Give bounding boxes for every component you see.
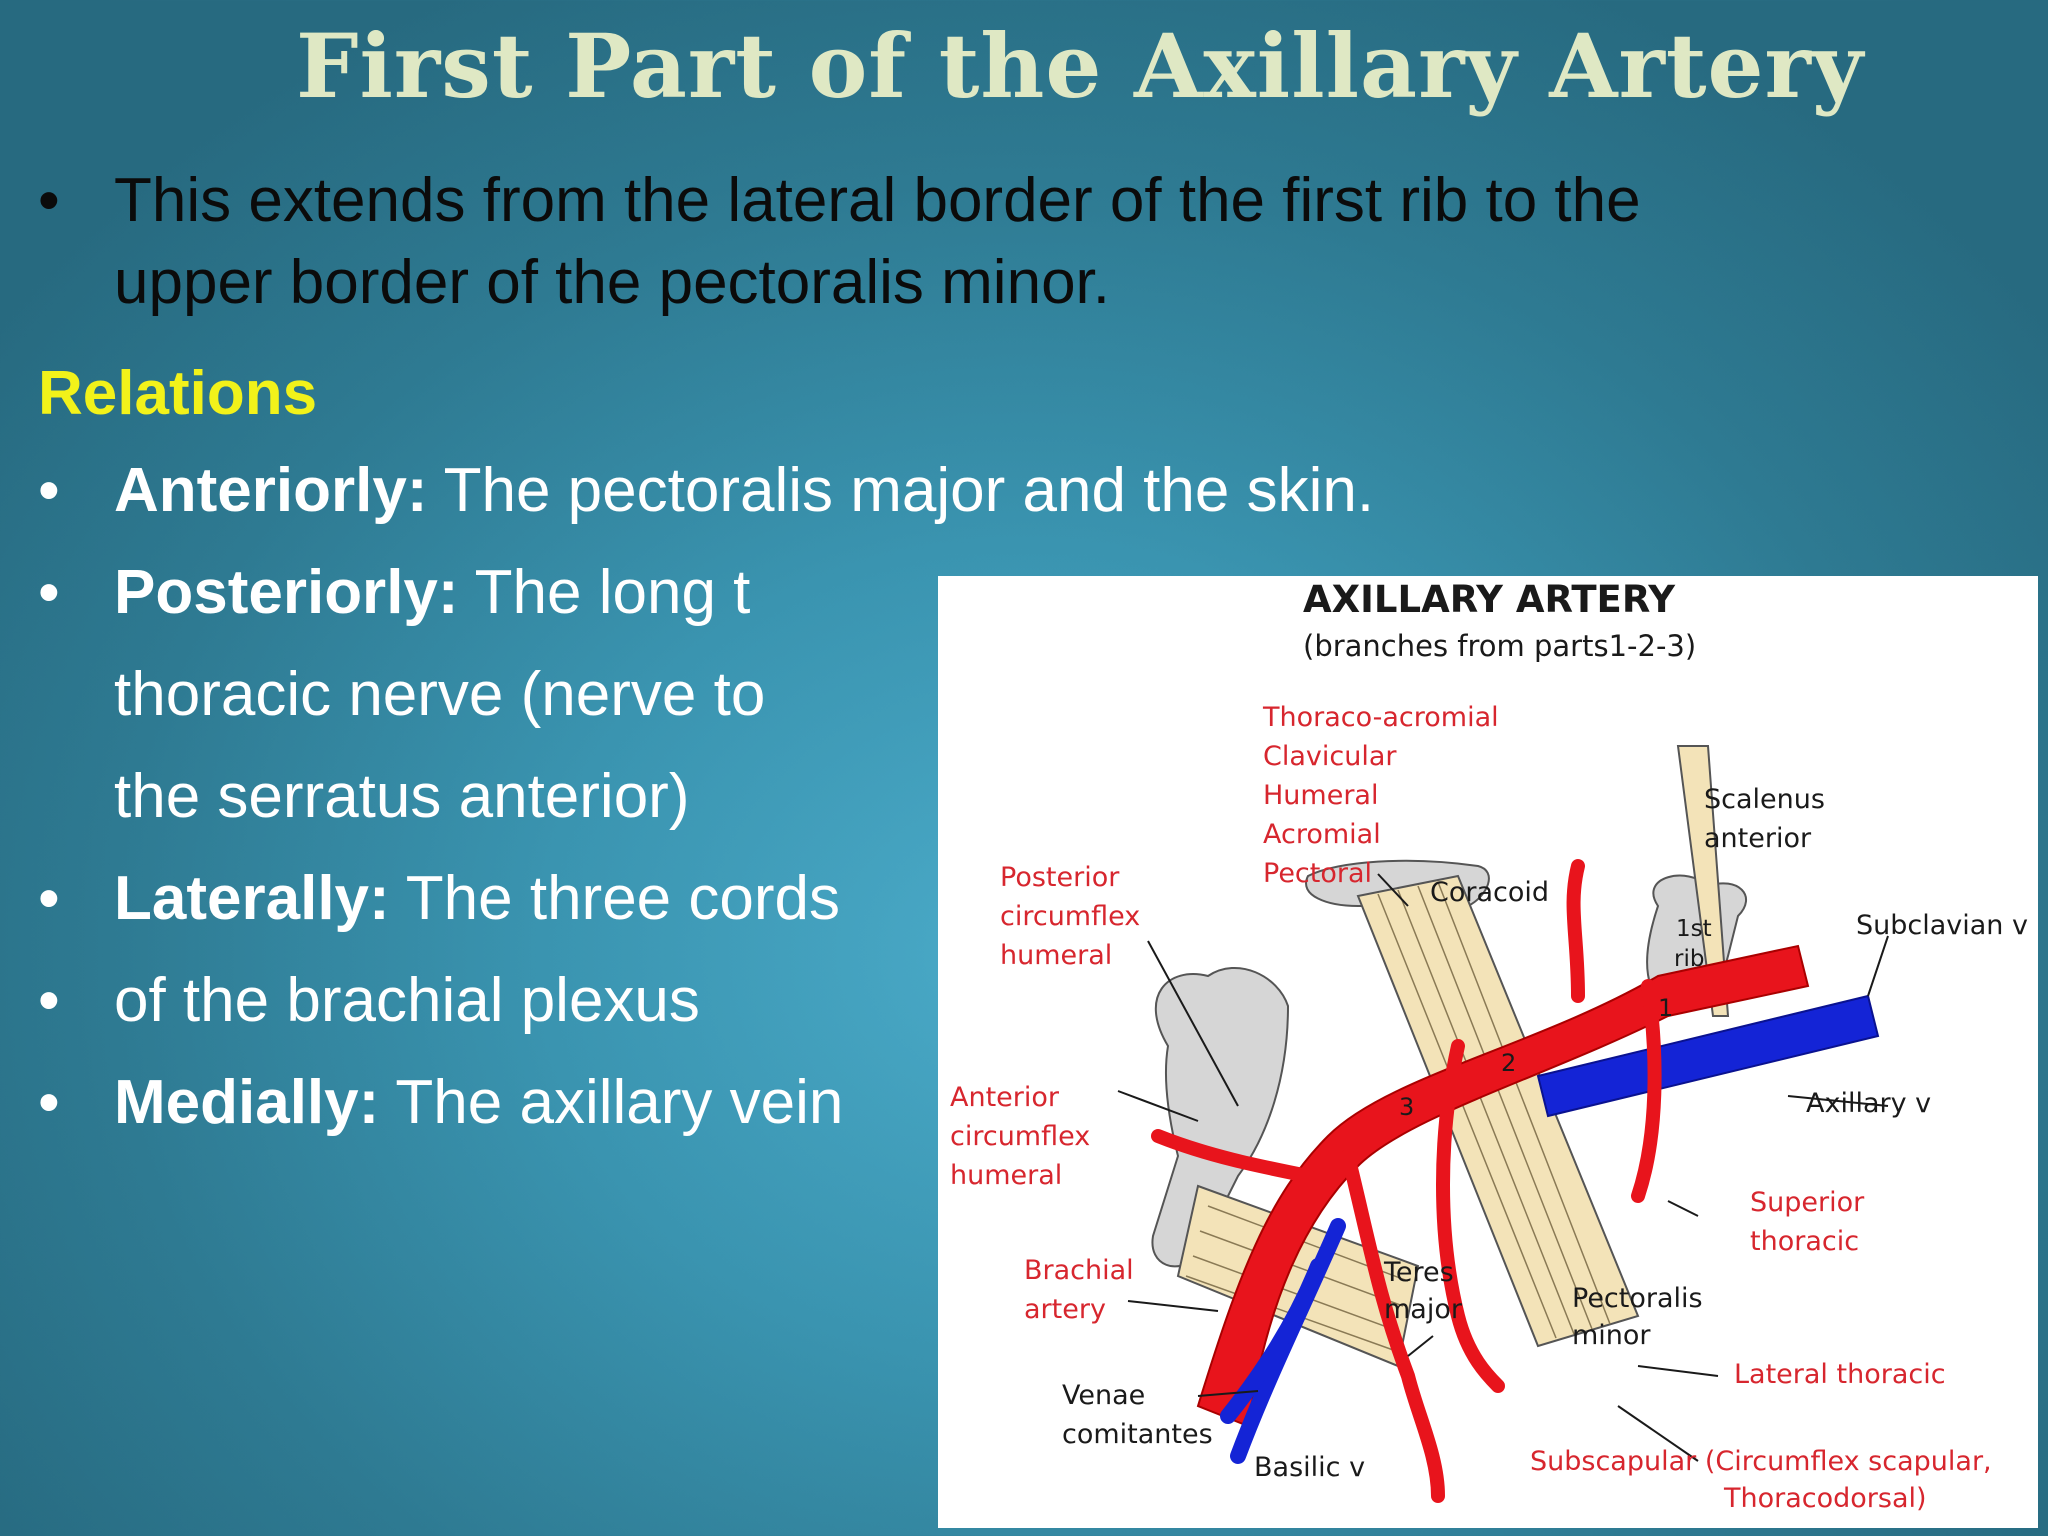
label-clavicular: Clavicular [1263, 741, 1397, 772]
label-venae: Venae [1062, 1380, 1145, 1411]
label-part-2: 2 [1501, 1049, 1516, 1077]
label-brachial: Brachial [1024, 1255, 1134, 1286]
label-teres-major: major [1384, 1294, 1463, 1325]
label-pectoral: Pectoral [1263, 858, 1372, 889]
diagram-title: AXILLARY ARTERY [1303, 578, 1676, 621]
bullet-icon: • [38, 558, 60, 627]
label-posterior-humeral: humeral [1000, 940, 1112, 971]
label-brachial-artery: artery [1024, 1294, 1106, 1325]
label-venae-comitantes: comitantes [1062, 1419, 1213, 1450]
subscapular-branch [1341, 1149, 1445, 1503]
slide-title: First Part of the Axillary Artery [296, 14, 1864, 118]
label-acromial: Acromial [1263, 819, 1381, 850]
humerus-bone [1151, 966, 1290, 1268]
bullet-icon: • [38, 864, 60, 933]
venae-comitantes [1220, 1258, 1326, 1424]
label-subclavian-vein: Subclavian v [1856, 910, 2028, 941]
bullet-icon: • [38, 966, 60, 1035]
relation-label: Laterally: [114, 864, 390, 933]
artery-branches [1151, 859, 1662, 1503]
label-thoracodorsal: Thoracodorsal) [1723, 1483, 1927, 1514]
relation-text: thoracic nerve (nerve to [114, 660, 766, 729]
pectoralis-minor-muscle [1356, 874, 1640, 1348]
intro-line-2: upper border of the pectoralis minor. [114, 248, 1110, 317]
relation-text: of the brachial plexus [114, 966, 700, 1035]
bullet-icon: • [38, 166, 60, 235]
label-thoraco-acromial: Thoraco-acromial [1262, 702, 1499, 733]
axillary-vein [1536, 994, 1880, 1118]
relation-text: The three cords [389, 864, 840, 933]
relation-label: Anteriorly: [114, 456, 428, 525]
label-1st: 1st [1676, 916, 1712, 942]
label-humeral: Humeral [1263, 780, 1378, 811]
pectoralis-minor-fibres [1377, 881, 1611, 1339]
label-axillary-vein: Axillary v [1806, 1088, 1931, 1119]
label-posterior: Posterior [1000, 862, 1120, 893]
superior-thoracic-branch [1631, 979, 1662, 1203]
bullet-icon: • [38, 456, 60, 525]
label-subscapular: Subscapular (Circumflex scapular, [1530, 1446, 1992, 1477]
leader-lines [1117, 873, 1889, 1462]
basilic-veins [1220, 1218, 1346, 1464]
label-superior-thoracic: thoracic [1750, 1226, 1859, 1257]
label-coracoid: Coracoid [1430, 877, 1549, 908]
axillary-artery-diagram: AXILLARY ARTERY (branches from parts1-2-… [938, 576, 2038, 1528]
label-part-1: 1 [1658, 994, 1673, 1022]
relations-heading: Relations [38, 359, 318, 428]
label-basilic-vein: Basilic v [1254, 1452, 1365, 1483]
relation-label: Medially: [114, 1068, 380, 1137]
posterior-circumflex-branch [1151, 1129, 1315, 1183]
label-rib: rib [1674, 946, 1704, 972]
label-posterior-circumflex: circumflex [1000, 901, 1140, 932]
intro-line-1: This extends from the lateral border of … [114, 166, 1641, 235]
relation-text: The pectoralis major and the skin. [427, 456, 1375, 525]
scalenus-anterior-muscle [1676, 745, 1730, 1017]
label-pectoralis: Pectoralis [1572, 1283, 1703, 1314]
label-anterior: Anterior [950, 1082, 1060, 1113]
label-scalenus: Scalenus [1704, 784, 1825, 815]
label-superior: Superior [1750, 1187, 1865, 1218]
label-pectoralis-minor: minor [1572, 1320, 1651, 1351]
label-scalenus-anterior: anterior [1704, 823, 1812, 854]
label-anterior-circumflex: circumflex [950, 1121, 1090, 1152]
label-teres: Teres [1383, 1257, 1454, 1288]
label-part-3: 3 [1399, 1093, 1414, 1121]
axillary-artery-trunk [1196, 944, 1810, 1428]
label-lateral-thoracic: Lateral thoracic [1734, 1359, 1946, 1390]
relation-label: Posteriorly: [114, 558, 459, 627]
relation-text: The long t [458, 558, 751, 627]
anatomy-illustration: AXILLARY ARTERY (branches from parts1-2-… [950, 578, 2028, 1514]
relation-text: The axillary vein [379, 1068, 844, 1137]
relation-text: the serratus anterior) [114, 762, 690, 831]
lateral-thoracic-branch [1436, 1039, 1505, 1393]
diagram-subtitle: (branches from parts1-2-3) [1303, 629, 1696, 663]
bullet-icon: • [38, 1068, 60, 1137]
thoraco-acromial-branch [1566, 859, 1585, 1003]
label-anterior-humeral: humeral [950, 1160, 1062, 1191]
